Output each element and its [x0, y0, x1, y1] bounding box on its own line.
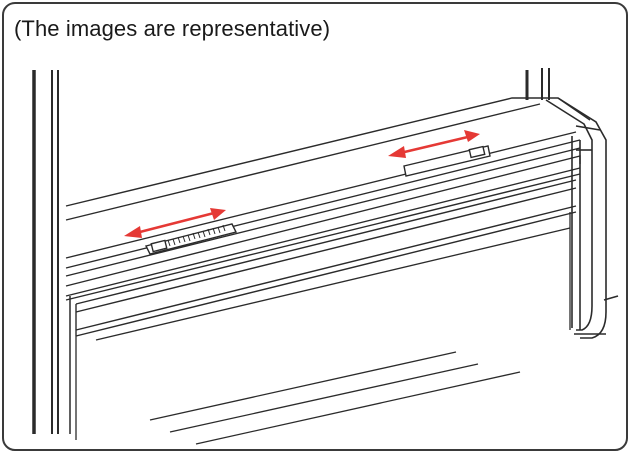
top-rail	[65, 97, 591, 287]
right-door-frame	[545, 97, 619, 339]
left-vent-grille	[167, 224, 226, 247]
left-vent-slider	[144, 223, 238, 255]
right-top-posts	[525, 68, 550, 100]
right-slide-double-arrow	[388, 130, 480, 158]
left-door-frame	[32, 70, 71, 434]
outer-border	[2, 2, 628, 451]
representative-images-caption: (The images are representative)	[14, 16, 331, 41]
lower-drawer-front	[75, 212, 571, 445]
left-slide-double-arrow	[124, 208, 226, 238]
front-crossbar	[65, 167, 581, 337]
right-vent-slider	[403, 145, 491, 177]
